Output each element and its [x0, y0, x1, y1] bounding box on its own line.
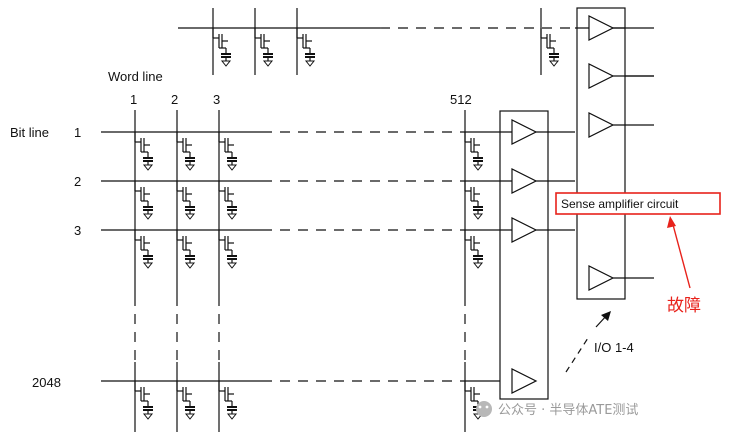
amplifier-icon: [588, 15, 615, 41]
memory-cell: [176, 132, 196, 171]
memory-cell: [176, 381, 196, 420]
memory-cell: [134, 230, 154, 269]
amplifier-icon: [588, 63, 615, 89]
watermark: 公众号 · 半导体ATE测试: [476, 401, 638, 418]
memory-cells: [134, 28, 560, 420]
fault-arrow-head: [667, 216, 676, 228]
fault-label: 故障: [667, 296, 701, 316]
wechat-icon: [476, 401, 492, 417]
memory-cell: [218, 381, 238, 420]
word-line-number-1: 1: [130, 92, 137, 107]
memory-cell: [464, 230, 484, 269]
ground-icon: [304, 60, 316, 67]
ground-icon: [142, 262, 154, 269]
bit-line-number-2: 2: [74, 174, 81, 189]
ground-icon: [262, 60, 274, 67]
ground-icon: [472, 262, 484, 269]
ground-icon: [226, 413, 238, 420]
amplifier-icon: [588, 265, 615, 291]
sense-amp-callout-text: Sense amplifier circuit: [561, 197, 679, 211]
array-wires: [101, 8, 625, 432]
word-line-number-2: 2: [171, 92, 178, 107]
ground-icon: [226, 213, 238, 220]
ground-icon: [548, 60, 560, 67]
ground-icon: [226, 262, 238, 269]
amplifier-icon: [511, 168, 538, 194]
ground-icon: [142, 413, 154, 420]
memory-cell: [134, 181, 154, 220]
amplifier-icon: [511, 217, 538, 243]
word-line-number-3: 3: [213, 92, 220, 107]
word-line-label: Word line: [108, 69, 163, 84]
memory-cell: [296, 28, 316, 67]
memory-cell: [218, 181, 238, 220]
memory-cell: [176, 181, 196, 220]
ground-icon: [184, 413, 196, 420]
memory-cell: [212, 28, 232, 67]
io-pointer-wire: [565, 337, 589, 373]
ground-icon: [472, 164, 484, 171]
amplifier-icon: [511, 119, 538, 145]
memory-cell: [134, 381, 154, 420]
sense-amp-block-right: [576, 7, 626, 300]
sense-amplifiers: [499, 7, 654, 400]
ground-icon: [142, 213, 154, 220]
memory-cell: [218, 230, 238, 269]
bit-line-label: Bit line: [10, 125, 49, 140]
ground-icon: [184, 213, 196, 220]
memory-cell: [464, 181, 484, 220]
io-label: I/O 1-4: [594, 340, 634, 355]
bit-line-number-1: 1: [74, 125, 81, 140]
word-line-number-512: 512: [450, 92, 472, 107]
fault-arrow-line: [671, 220, 691, 289]
amplifier-icon: [511, 368, 538, 394]
sense-amp-block-left: [499, 110, 549, 400]
ground-icon: [184, 262, 196, 269]
ground-icon: [220, 60, 232, 67]
memory-cell: [134, 132, 154, 171]
memory-cell: [218, 132, 238, 171]
memory-cell: [254, 28, 274, 67]
sense-amp-callout-box: [555, 192, 721, 215]
memory-cell: [176, 230, 196, 269]
io-pointer-head: [601, 311, 611, 321]
bit-line-number-3: 3: [74, 223, 81, 238]
bit-line-number-2048: 2048: [32, 375, 61, 390]
memory-cell: [464, 132, 484, 171]
ground-icon: [184, 164, 196, 171]
watermark-text: 公众号 · 半导体ATE测试: [498, 403, 638, 418]
ground-icon: [142, 164, 154, 171]
ground-icon: [472, 213, 484, 220]
amplifier-icon: [588, 112, 615, 138]
ground-icon: [226, 164, 238, 171]
memory-cell: [540, 28, 560, 67]
